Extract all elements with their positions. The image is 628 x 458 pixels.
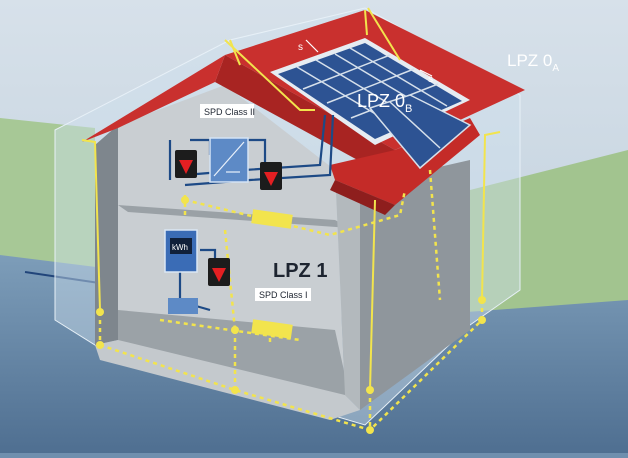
separation-distance-top: s xyxy=(298,42,303,53)
solar-array xyxy=(270,38,472,170)
down-conductor-front xyxy=(369,199,376,391)
solar-lower-panels xyxy=(368,94,472,170)
bonding-bar-upper xyxy=(251,209,293,229)
floor-slab xyxy=(118,205,350,228)
meter-label: kWh xyxy=(172,243,188,252)
ground-green-right xyxy=(470,150,628,330)
lpz-0a-label: LPZ 0A xyxy=(507,51,559,74)
separation-distance-right: s xyxy=(428,74,433,85)
bonding-bar-lower xyxy=(251,319,293,339)
separation-arrow-top xyxy=(305,39,319,53)
lpz-0b-label: LPZ 0B xyxy=(357,91,412,115)
separation-arrow-right xyxy=(419,69,433,77)
meter-display xyxy=(170,238,192,254)
roof-front-gable-edge xyxy=(330,180,395,215)
house-front-edge xyxy=(335,170,360,410)
spd-class-2-label-box xyxy=(200,104,254,118)
house-left-wall xyxy=(95,125,118,345)
ring-earth-electrode xyxy=(99,319,483,432)
conductor-roof-left xyxy=(224,39,315,111)
house-side-wall xyxy=(360,160,470,410)
spd-class-1-label: SPD Class I xyxy=(259,290,308,300)
house-base xyxy=(95,340,360,420)
spd-class-2-group xyxy=(175,137,282,190)
spd-class-1-group: kWh xyxy=(164,229,230,314)
roof-left-eave xyxy=(82,55,225,142)
earthing-nodes xyxy=(96,196,486,434)
ground-green-left xyxy=(0,118,95,275)
down-conductor-right xyxy=(481,131,501,301)
down-conductor-left xyxy=(81,139,101,311)
spd-class-1-label-box xyxy=(255,288,311,301)
distribution-box xyxy=(168,298,198,314)
roof-edge xyxy=(215,55,395,175)
lightning-conductors xyxy=(81,7,501,391)
lpz-1-label: LPZ 1 xyxy=(273,260,327,282)
spd-class-2-label: SPD Class II xyxy=(204,107,255,117)
